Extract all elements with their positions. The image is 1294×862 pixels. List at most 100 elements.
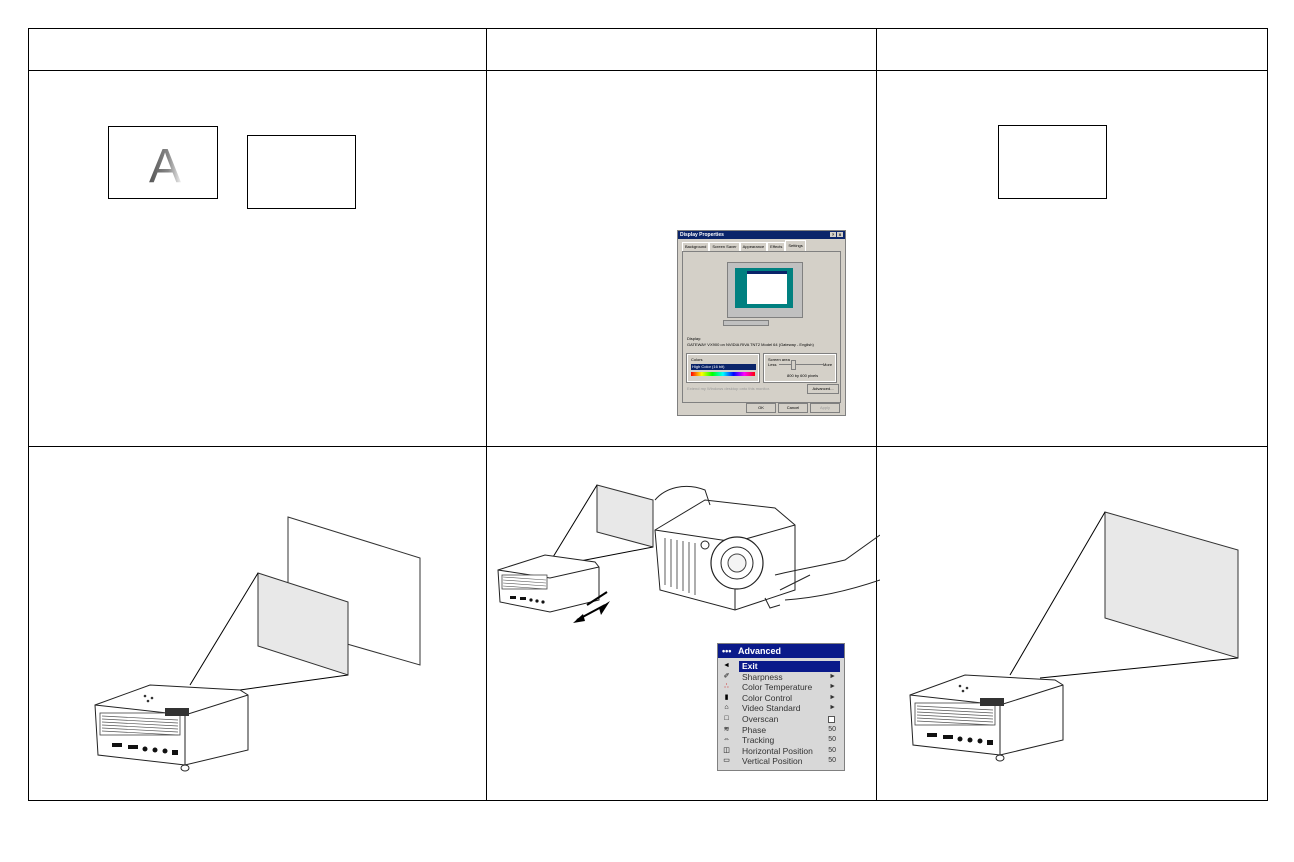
overscan-icon: □ [724,715,729,722]
projector-body [94,684,249,772]
menu-item-tracking[interactable]: ⇔ Tracking 50 [718,735,844,746]
monitor-window-preview [747,271,787,304]
menu-item-label: Exit [739,661,840,672]
menu-item-exit[interactable]: ◄ Exit [718,661,844,672]
small-beam-bottom [574,546,654,563]
vertical-position-icon: ▭ [723,757,730,765]
letter-card: A [108,126,218,199]
menu-item-color-control[interactable]: ▮ Color Control ► [718,693,844,704]
menu-item-label: Color Temperature [742,682,813,693]
large-projector-with-hands [654,485,880,611]
color-control-icon: ▮ [724,693,729,701]
back-arrow-icon: ◄ [723,662,730,669]
submenu-arrow-icon: ► [829,672,836,680]
display-value: GATEWAY VX900 on NVIDIA RIVA TNT2 Model … [687,342,814,347]
letter-a-graphic: A [149,140,181,193]
tab-background[interactable]: Background [682,242,710,251]
menu-item-color-temperature[interactable]: ∴ Color Temperature ► [718,682,844,693]
menu-item-label: Tracking [742,735,775,746]
phase-icon: ≋ [723,725,730,733]
tab-settings[interactable]: Settings [785,240,806,251]
move-arrows [573,591,610,623]
submenu-arrow-icon: ► [829,704,836,712]
menu-item-label: Horizontal Position [742,745,813,756]
table-border-right [1267,28,1268,801]
display-properties-dialog: Display Properties ? X Background Screen… [677,230,846,416]
blank-screen-card [247,135,356,209]
table-column-divider-2 [876,28,877,801]
menu-item-overscan[interactable]: □ Overscan [718,714,844,725]
menu-item-sharpness[interactable]: ✐ Sharpness ► [718,672,844,683]
submenu-arrow-icon: ► [829,683,836,691]
cancel-button[interactable]: Cancel [778,403,808,413]
screen-area-slider-thumb[interactable] [791,360,796,370]
advanced-menu-title: Advanced [737,646,781,656]
menu-item-value: 50 [828,746,836,754]
small-beam-top [549,484,598,563]
table-border-top [28,28,1268,29]
extend-desktop-checkbox[interactable]: Extend my Windows desktop onto this moni… [687,386,770,391]
menu-item-label: Color Control [742,692,793,703]
tracking-icon: ⇔ [723,736,730,744]
colors-label: Colors [691,357,703,362]
dialog-title: Display Properties [680,232,724,238]
help-button[interactable]: ? [830,232,836,237]
tab-appearance[interactable]: Appearance [739,242,768,251]
menu-item-label: Overscan [742,714,779,724]
color-spectrum-bar [691,372,755,376]
menu-item-label: Sharpness [742,671,783,682]
advanced-menu: ••• Advanced ◄ Exit ✐ Sharpness ► ∴ Colo… [717,643,845,771]
video-standard-icon: ⌂ [724,704,729,712]
horizontal-position-icon: ◫ [723,746,730,754]
menu-item-horizontal-position[interactable]: ◫ Horizontal Position 50 [718,746,844,757]
less-label: Less [768,362,777,367]
close-button[interactable]: X [837,232,843,237]
advanced-button[interactable]: Advanced... [807,384,839,394]
dialog-tabs: Background Screen Saver Appearance Effec… [682,240,806,251]
projection-beam-bottom [239,674,349,691]
dialog-title-bar: Display Properties ? X [678,231,845,239]
colors-select[interactable]: High Color (16 bit) [691,364,756,370]
ok-button[interactable]: OK [746,403,776,413]
menu-item-vertical-position[interactable]: ▭ Vertical Position 50 [718,756,844,767]
small-projection-screen [596,484,654,548]
projector-two-screens-illustration [94,516,421,772]
screen-area-label: Screen area [768,357,790,362]
menu-item-value: 50 [828,757,836,765]
screen-area-group: Screen area Less More 800 by 600 pixels [763,353,837,383]
table-border-left [28,28,29,801]
monitor-stand [723,320,769,326]
tab-screen-saver[interactable]: Screen Saver [709,242,740,251]
large-beam-bottom [1039,657,1239,679]
resolution-value: 800 by 600 pixels [787,373,819,378]
menu-item-video-standard[interactable]: ⌂ Video Standard ► [718,703,844,714]
table-header-divider [28,70,1268,71]
blank-screen-card-right [998,125,1107,199]
overscan-checkbox[interactable] [828,716,835,723]
large-beam-top [1009,511,1106,676]
menu-item-value: 50 [828,725,836,733]
tab-effects[interactable]: Effects [767,242,786,251]
table-column-divider-1 [486,28,487,801]
settings-panel: Display: GATEWAY VX900 on NVIDIA RIVA TN… [682,251,841,403]
advanced-menu-title-bar: ••• Advanced [718,644,844,658]
monitor-screen [735,268,793,308]
menu-item-phase[interactable]: ≋ Phase 50 [718,725,844,736]
menu-item-label: Phase [742,724,767,735]
apply-button[interactable]: Apply [810,403,840,413]
more-label: More [823,362,833,367]
projector-body-right [909,674,1064,762]
screen-area-slider[interactable] [779,364,823,365]
colors-group: Colors High Color (16 bit) [686,353,760,383]
color-temperature-icon: ∴ [724,683,729,691]
letter-a: A [149,140,181,193]
submenu-arrow-icon: ► [829,693,836,701]
menu-dots-icon: ••• [722,646,732,656]
menu-item-label: Video Standard [742,703,801,714]
monitor-preview [727,262,803,318]
projection-beam-top [189,572,259,686]
menu-item-label: Vertical Position [742,756,803,767]
table-border-bottom [28,800,1268,801]
sharpness-icon: ✐ [723,672,730,680]
projector-adjust-illustration [497,484,880,623]
